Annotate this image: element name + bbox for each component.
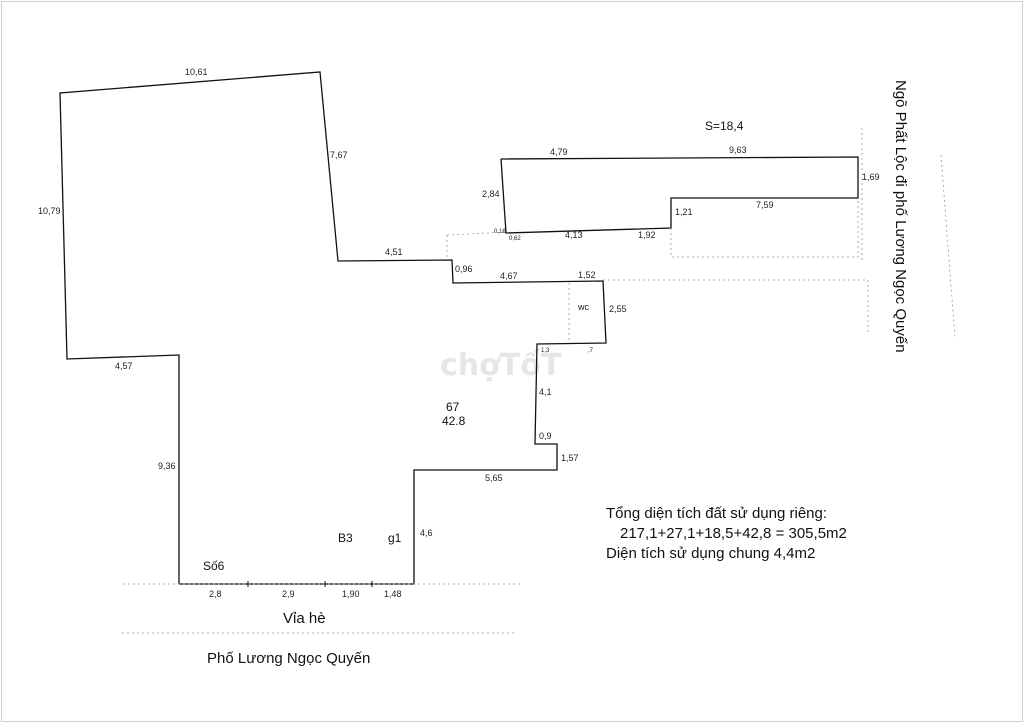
- dim-4-13: 4,13: [565, 230, 583, 240]
- summary-line-2: 217,1+27,1+18,5+42,8 = 305,5m2: [620, 525, 847, 542]
- dim-step-right: 4,51: [385, 247, 403, 257]
- dim-bottom-2-8: 2,8: [209, 589, 222, 599]
- upper-plot-outline: [500, 156, 859, 234]
- dashed-guide-corridor: [603, 279, 869, 335]
- dim-1-21: 1,21: [675, 207, 693, 217]
- dim-left-low: 9,36: [158, 461, 176, 471]
- main-plot-outline: [59, 71, 607, 585]
- dashed-guide-side-street: [940, 154, 956, 339]
- dim-4-1: 4,1: [539, 387, 552, 397]
- watermark: chợTốT: [440, 348, 562, 383]
- dim-left: 10,79: [38, 206, 61, 216]
- plot-number: 67: [446, 400, 460, 414]
- dim-1-92: 1,92: [638, 230, 656, 240]
- dim-1-52: 1,52: [578, 270, 596, 280]
- dim-4-79: 4,79: [550, 147, 568, 157]
- dim-9-63: 9,63: [729, 145, 747, 155]
- dim-0-16: 0,16: [494, 229, 506, 235]
- dim-2-55: 2,55: [609, 304, 627, 314]
- summary-line-1: Tổng diện tích đất sử dụng riêng:: [606, 505, 827, 522]
- summary-line-3: Diện tích sử dụng chung 4,4m2: [606, 545, 815, 562]
- dim-4-6: 4,6: [420, 528, 433, 538]
- dim-bottom-1-48: 1,48: [384, 589, 402, 599]
- street-label: Phố Lương Ngọc Quyến: [207, 650, 370, 667]
- dim-step-left: 4,57: [115, 361, 133, 371]
- sidewalk-label: Vỉa hè: [283, 610, 326, 627]
- side-street-label: Ngõ Phất Lộc đi phố Lương Ngọc Quyến: [892, 80, 909, 353]
- dim-5-65: 5,65: [485, 473, 503, 483]
- dim-1-3: 1,3: [541, 348, 550, 354]
- plot-area: 42.8: [442, 414, 466, 428]
- dim-0-9: 0,9: [539, 431, 552, 441]
- b3-label: B3: [338, 531, 353, 545]
- area-small-label: S=18,4: [705, 119, 744, 133]
- dim-upper-right: 7,67: [330, 150, 348, 160]
- dim-0-62: 0,62: [509, 236, 521, 242]
- dim-top: 10,61: [185, 67, 208, 77]
- dim-1-7: ,7: [588, 348, 594, 354]
- dashed-guide-bottom-upper: [670, 198, 859, 258]
- g1-label: g1: [388, 531, 402, 545]
- dim-7-59: 7,59: [756, 200, 774, 210]
- dim-0-96: 0,96: [455, 264, 473, 274]
- dim-1-57: 1,57: [561, 453, 579, 463]
- dim-2-84: 2,84: [482, 189, 500, 199]
- wc-label: wc: [577, 302, 589, 312]
- dim-bottom-2-9: 2,9: [282, 589, 295, 599]
- dim-1-69: 1,69: [862, 172, 880, 182]
- dim-bottom-1-90: 1,90: [342, 589, 360, 599]
- house-number-label: Số6: [203, 559, 225, 573]
- dim-4-67: 4,67: [500, 271, 518, 281]
